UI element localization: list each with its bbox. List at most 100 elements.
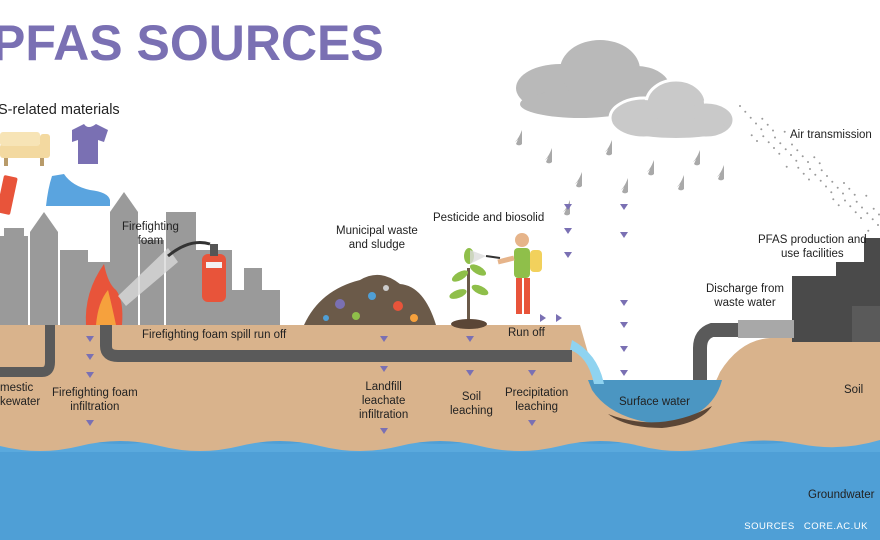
air-dot: [744, 110, 747, 113]
air-dot: [750, 134, 753, 137]
air-dot: [837, 204, 840, 207]
air-dot: [778, 152, 781, 155]
runoff-arrow-icon: [556, 314, 562, 322]
air-dot: [801, 155, 804, 158]
air-dot: [767, 141, 770, 144]
leaching-arrows: [86, 204, 628, 434]
down-arrow-icon: [620, 300, 628, 306]
down-arrow-icon: [86, 420, 94, 426]
air-dot: [853, 193, 856, 196]
down-arrow-icon: [564, 252, 572, 258]
sources-name: CORE.AC.UK: [803, 521, 868, 532]
air-dot: [795, 159, 798, 162]
factory-icon: [792, 238, 880, 342]
down-arrow-icon: [620, 370, 628, 376]
air-dot: [819, 179, 822, 182]
down-arrow-icon: [466, 370, 474, 376]
air-dot: [843, 182, 845, 184]
discharge-pipe: [693, 323, 742, 380]
sofa-icon: [0, 132, 50, 166]
down-arrow-icon: [86, 372, 94, 378]
air-dot: [865, 194, 868, 197]
air-dot: [774, 136, 776, 139]
foam-spray: [118, 248, 178, 306]
air-dot: [772, 129, 774, 132]
rain-drop: [693, 150, 700, 166]
discharge-pipe-outlet: [738, 320, 794, 338]
air-dot: [855, 200, 858, 203]
down-arrow-icon: [86, 336, 94, 342]
rain-drop: [717, 165, 724, 181]
air-dot: [796, 149, 799, 152]
air-dot: [866, 212, 869, 215]
air-dot: [766, 123, 769, 126]
farmer-icon: [485, 233, 542, 314]
air-dot: [844, 199, 846, 202]
down-arrow-icon: [528, 370, 536, 376]
air-dot: [871, 218, 874, 221]
air-dot: [814, 173, 817, 176]
air-dot: [809, 168, 811, 170]
air-dot: [807, 161, 809, 163]
rain-drop: [677, 175, 684, 191]
rain-drop: [621, 178, 628, 194]
air-dot: [848, 187, 851, 190]
surface-water-basin: [588, 380, 722, 424]
rain-drop: [605, 140, 612, 156]
pesticide-spray: [470, 250, 486, 264]
air-dot: [749, 116, 752, 119]
cup-icon: [0, 175, 18, 215]
air-dot: [773, 147, 775, 149]
plant-icon: [449, 248, 489, 329]
rain-drop: [647, 160, 654, 176]
air-dot: [762, 135, 765, 138]
waste-pile-icon: [304, 274, 436, 325]
down-arrow-icon: [564, 228, 572, 234]
air-dot: [797, 166, 800, 169]
sources-credit: SOURCES CORE.AC.UK: [738, 521, 868, 532]
air-dot: [790, 154, 792, 156]
label-surface-water: Surface water: [619, 396, 690, 408]
shoe-icon: [46, 174, 110, 206]
air-dot: [820, 169, 823, 172]
rain-drops: [515, 130, 724, 216]
air-dot: [842, 192, 844, 195]
label-spill-runoff: Firefighting foam spill run off: [142, 329, 287, 341]
down-arrow-icon: [466, 336, 474, 342]
air-dot: [861, 206, 863, 209]
down-arrow-icon: [528, 420, 536, 426]
air-dot: [872, 207, 875, 210]
air-dot: [854, 211, 857, 214]
air-dot: [761, 117, 764, 120]
label-pesticide: Pesticide and biosolid: [433, 212, 545, 224]
fire-icon: [85, 264, 123, 325]
air-dot: [784, 148, 787, 151]
surface-water-sediment: [608, 406, 712, 428]
label-groundwater: Groundwater: [808, 489, 875, 501]
rain-drop: [545, 148, 552, 164]
rain-drop: [515, 130, 522, 146]
air-dot: [825, 185, 827, 188]
hose-icon: [167, 241, 211, 258]
air-dot: [755, 122, 757, 125]
air-dot: [791, 143, 793, 146]
materials-subtitle: S-related materials: [0, 102, 120, 118]
spill-runoff-pipe: [100, 325, 572, 362]
air-dot: [831, 180, 834, 183]
air-dot: [785, 165, 788, 168]
down-arrow-icon: [380, 336, 388, 342]
rain-drop: [575, 172, 582, 188]
air-dot: [783, 130, 786, 133]
air-dot: [826, 175, 828, 177]
air-dot: [832, 198, 835, 201]
air-dot: [818, 162, 821, 165]
